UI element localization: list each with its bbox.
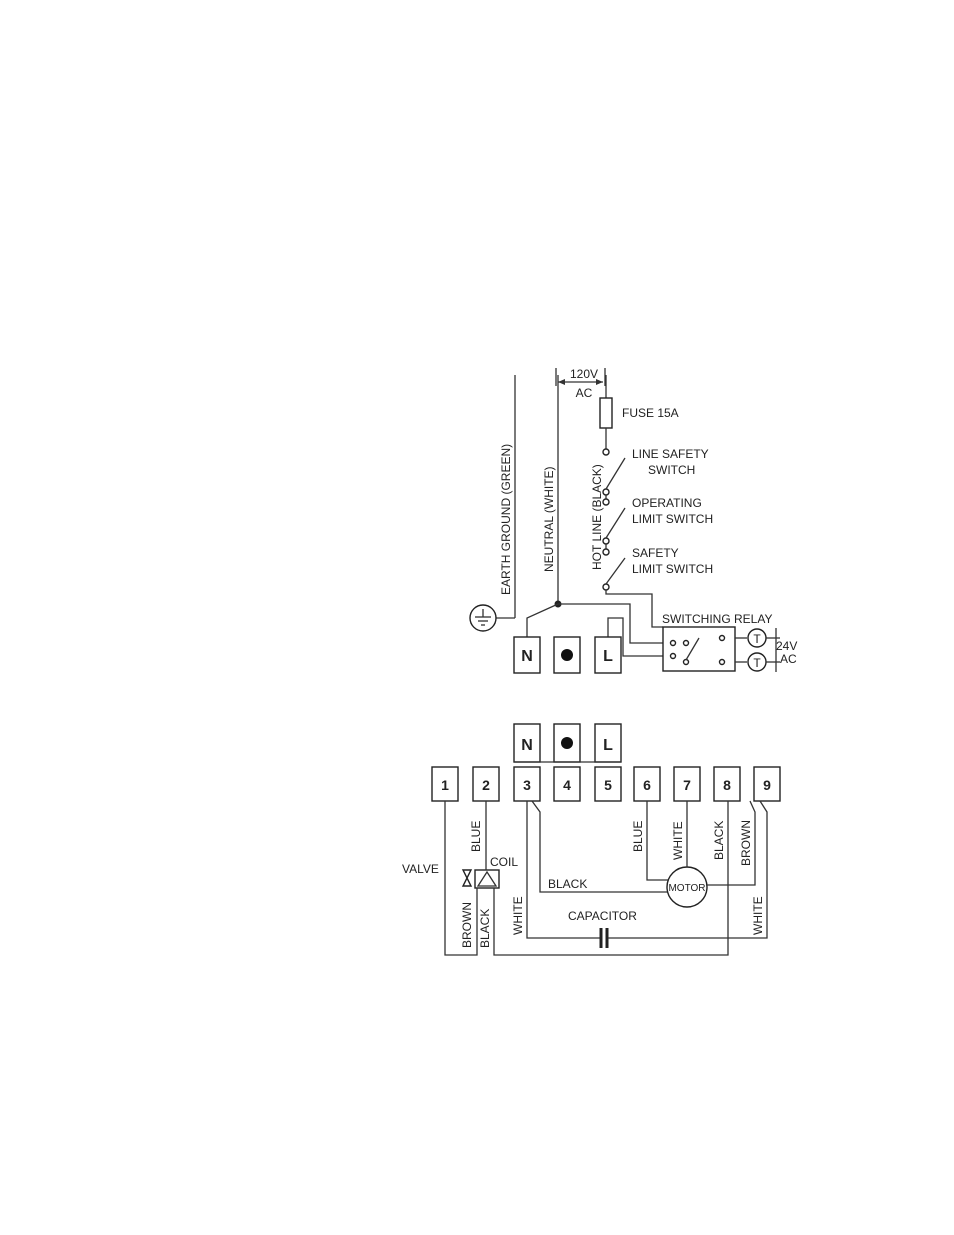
- safety-label-2: LIMIT SWITCH: [632, 562, 713, 576]
- fuse: [600, 398, 612, 428]
- neutral-to-n-wire: [527, 604, 558, 637]
- switching-relay-label: SWITCHING RELAY: [662, 612, 772, 626]
- line-safety-switch: [603, 449, 625, 495]
- bottom-wiring-diagram: N L 1 2 3 4 5 6 7 8 9 VALVE C: [402, 724, 780, 955]
- operating-limit-switch: [603, 499, 625, 544]
- fuse-label: FUSE 15A: [622, 406, 679, 420]
- v24-ac-label: AC: [780, 652, 797, 666]
- thermostat-label-1: T: [753, 632, 761, 646]
- terminal-6-label: 6: [643, 777, 651, 793]
- wire-terminal-6-blue: [647, 801, 668, 880]
- bottom-terminal-l-label: L: [603, 737, 613, 754]
- earth-ground-icon: [470, 605, 496, 631]
- wire-white-3-label: WHITE: [511, 896, 525, 935]
- valve-label: VALVE: [402, 862, 439, 876]
- terminal-4-label: 4: [563, 777, 571, 793]
- safety-label-1: SAFETY: [632, 546, 679, 560]
- top-wiring-diagram: 120V AC EARTH GROUND (GREEN) NEUTRAL (WH…: [470, 367, 797, 673]
- terminal-ground-dot: [561, 649, 573, 661]
- v24-label: 24V: [776, 639, 797, 653]
- neutral-label: NEUTRAL (WHITE): [542, 466, 556, 572]
- wire-blue-2-label: BLUE: [469, 821, 483, 852]
- motor-label: MOTOR: [668, 883, 705, 894]
- valve-icon: [463, 870, 471, 886]
- earth-ground-label: EARTH GROUND (GREEN): [499, 444, 513, 595]
- safety-limit-switch: [603, 549, 625, 590]
- terminal-strip: 1 2 3 4 5 6 7 8 9: [432, 767, 780, 801]
- operating-label-1: OPERATING: [632, 496, 702, 510]
- capacitor-label: CAPACITOR: [568, 909, 637, 923]
- wire-black-label: BLACK: [548, 877, 587, 891]
- operating-label-2: LIMIT SWITCH: [632, 512, 713, 526]
- terminal-2-label: 2: [482, 777, 490, 793]
- wire-black-coil-label: BLACK: [478, 909, 492, 948]
- switching-relay-box: [663, 627, 735, 671]
- bottom-terminal-ground-dot: [561, 737, 573, 749]
- terminal-n-label: N: [521, 648, 533, 665]
- wire-blue-6-label: BLUE: [631, 821, 645, 852]
- terminal-3-label: 3: [523, 777, 531, 793]
- terminal-l-label: L: [603, 648, 613, 665]
- hot-line-label: HOT LINE (BLACK): [590, 464, 604, 570]
- wire-brown-label: BROWN: [460, 902, 474, 948]
- terminal-9-label: 9: [763, 777, 771, 793]
- terminal-8-label: 8: [723, 777, 731, 793]
- thermostat-label-2: T: [753, 656, 761, 670]
- wire-black-8-label: BLACK: [712, 821, 726, 860]
- coil-icon: [475, 870, 499, 888]
- line-safety-label-2: SWITCH: [648, 463, 695, 477]
- capacitor-icon: [601, 928, 607, 948]
- bottom-terminal-n-label: N: [521, 737, 533, 754]
- terminal-5-label: 5: [604, 777, 612, 793]
- wire-white-9-label: WHITE: [751, 896, 765, 935]
- wire-white-7-label: WHITE: [671, 821, 685, 860]
- wire-brown-9-label: BROWN: [739, 820, 753, 866]
- hot-to-relay-wire: [606, 590, 663, 627]
- terminal-7-label: 7: [683, 777, 691, 793]
- terminal-1-label: 1: [441, 777, 449, 793]
- voltage-ac-label: AC: [576, 386, 593, 400]
- coil-label: COIL: [490, 855, 518, 869]
- line-safety-label-1: LINE SAFETY: [632, 447, 709, 461]
- voltage-label: 120V: [570, 367, 598, 381]
